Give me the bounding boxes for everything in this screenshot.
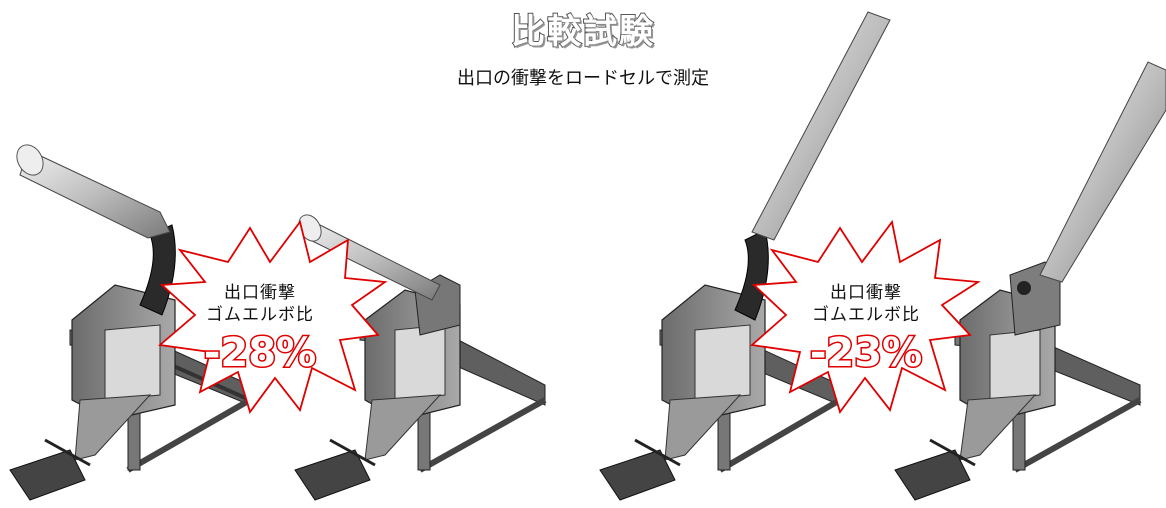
burst-right	[749, 219, 981, 414]
machine-rubber-elbow-left	[9, 144, 252, 501]
callout-left-value: -28%	[202, 329, 317, 378]
callout-left: 出口衝撃 ゴムエルボ比 -28%	[190, 282, 330, 378]
callout-right-value: -23%	[808, 329, 923, 378]
callout-right-line1: 出口衝撃	[830, 283, 902, 303]
machine-rubber-elbow-right	[599, 11, 891, 501]
callout-right: 出口衝撃 ゴムエルボ比 -23%	[796, 282, 936, 378]
callout-right-line2: ゴムエルボ比	[812, 305, 920, 325]
machine-proposed-right	[894, 61, 1166, 501]
diagram-title: 比較試験	[510, 11, 655, 53]
callout-left-line2: ゴムエルボ比	[206, 305, 314, 325]
burst-left	[157, 219, 388, 414]
callout-left-line1: 出口衝撃	[224, 283, 296, 303]
diagram-subtitle: 出口の衝撃をロードセルで測定	[457, 68, 709, 89]
machine-proposed-left	[294, 214, 547, 501]
